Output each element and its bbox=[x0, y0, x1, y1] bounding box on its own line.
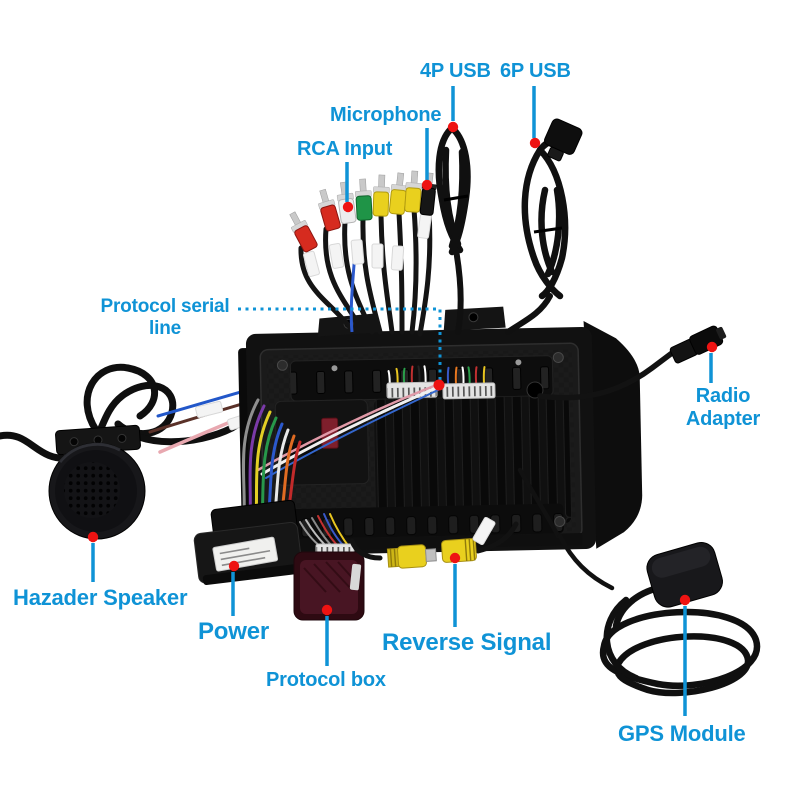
rca-cables bbox=[298, 206, 433, 337]
bottom-vent-row bbox=[291, 503, 564, 540]
dot-rca-input bbox=[342, 201, 354, 213]
label-microphone: Microphone bbox=[330, 104, 442, 126]
gps-assembly bbox=[517, 467, 761, 697]
rca-plug-green bbox=[355, 178, 373, 221]
power-label-sticker bbox=[212, 536, 279, 572]
label-hazader-speaker: Hazader Speaker bbox=[13, 585, 188, 610]
dot-reverse-signal bbox=[449, 552, 461, 564]
tab-screw-hole bbox=[468, 312, 479, 323]
rca-plug-red-1 bbox=[289, 211, 318, 253]
label-reverse-signal: Reverse Signal bbox=[382, 629, 552, 656]
gps-cable-coil bbox=[599, 582, 761, 697]
dot-protocol-serial bbox=[433, 379, 445, 391]
screw bbox=[331, 365, 338, 372]
cable-tie bbox=[443, 194, 469, 202]
head-unit-right-wing bbox=[583, 320, 643, 549]
dot-gps-module bbox=[679, 594, 691, 606]
label-4p-usb: 4P USB bbox=[420, 60, 491, 82]
rca-plug-yellow-mic bbox=[404, 170, 423, 213]
dot-power bbox=[228, 560, 240, 572]
module-slot bbox=[286, 442, 317, 456]
dot-hazader-speaker bbox=[87, 531, 99, 543]
screw bbox=[515, 359, 522, 366]
reverse-cable-tag bbox=[472, 516, 496, 546]
label-radio-adapter: Radio Adapter bbox=[685, 385, 761, 430]
rca-plug-red-2 bbox=[318, 188, 341, 232]
protocol-box bbox=[293, 513, 365, 621]
reverse-signal-connectors bbox=[349, 516, 519, 569]
leader-protocol-serial bbox=[238, 307, 442, 380]
usb-6p-cable bbox=[505, 138, 569, 335]
hazard-speaker bbox=[48, 424, 146, 540]
radio-adapter-connector bbox=[669, 325, 727, 364]
radio-adapter-cable bbox=[537, 347, 679, 401]
label-6p-usb: 6P USB bbox=[500, 60, 571, 82]
protocol-box-latch bbox=[349, 563, 362, 591]
screw bbox=[552, 352, 564, 364]
dot-4p-usb bbox=[447, 121, 459, 133]
dot-radio-adapter bbox=[706, 341, 718, 353]
leader-lines bbox=[91, 86, 713, 716]
leader-dots bbox=[87, 121, 718, 616]
rca-plug-yellow-1 bbox=[372, 174, 390, 217]
dot-6p-usb bbox=[529, 137, 541, 149]
cable-tie bbox=[533, 226, 563, 234]
gps-module-puck bbox=[646, 541, 723, 608]
screw bbox=[276, 359, 288, 371]
rca-cable-tags bbox=[303, 213, 432, 277]
usb-6p-connector bbox=[544, 118, 583, 162]
power-connector bbox=[193, 499, 303, 586]
speaker-grille bbox=[64, 462, 120, 518]
usb-4p-cable bbox=[435, 124, 471, 335]
dot-protocol-box bbox=[321, 604, 333, 616]
label-protocol-box: Protocol box bbox=[266, 669, 386, 691]
label-gps-module: GPS Module bbox=[618, 721, 746, 746]
label-protocol-serial-line: Protocol serial line bbox=[100, 296, 230, 339]
screw bbox=[554, 516, 566, 528]
label-power: Power bbox=[198, 618, 270, 645]
dot-microphone bbox=[421, 179, 433, 191]
rca-plug-yellow-2 bbox=[388, 172, 408, 215]
label-rca-input: RCA Input bbox=[297, 138, 393, 160]
